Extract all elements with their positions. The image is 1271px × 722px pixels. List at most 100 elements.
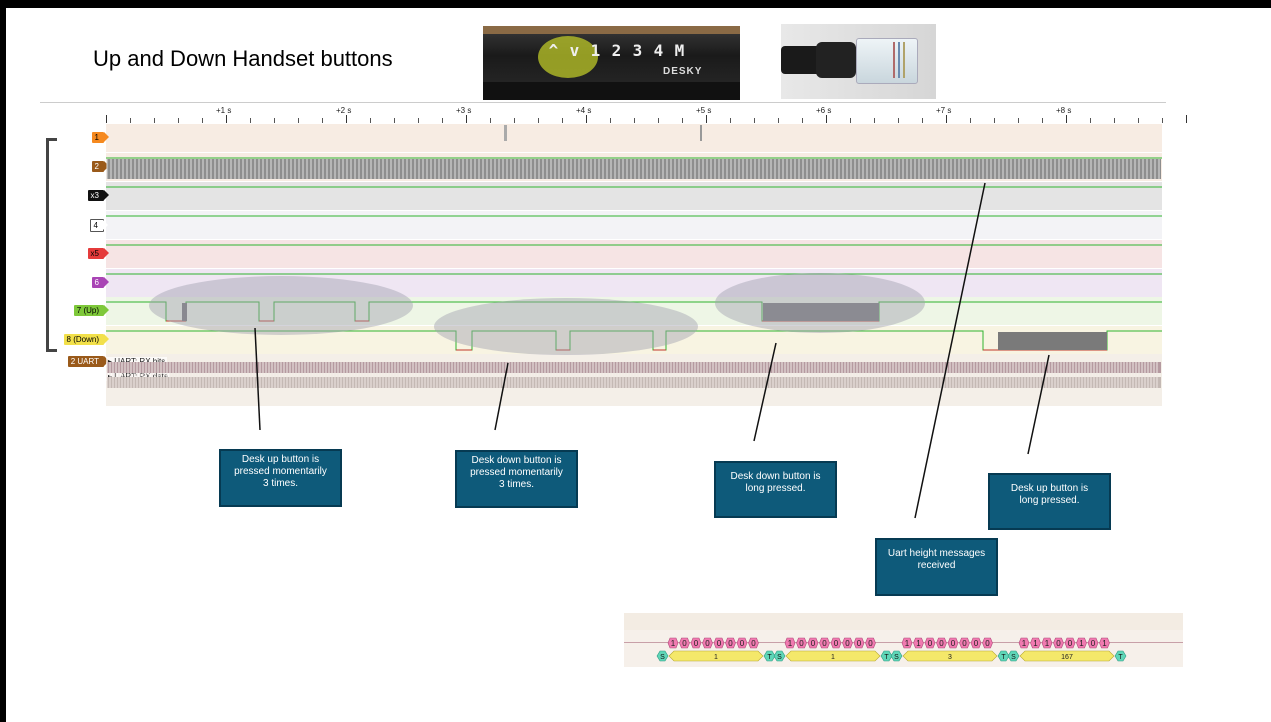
tick-mark	[178, 118, 179, 123]
decode-bit-label: 0	[962, 639, 967, 648]
tick-label: +5 s	[696, 106, 712, 115]
decode-start-marker	[1007, 650, 1020, 662]
tick-mark	[1042, 118, 1043, 123]
decode-bit-label: 0	[974, 639, 979, 648]
decode-bit-label: 1	[916, 639, 921, 648]
handset-button-4: 3	[632, 41, 643, 60]
tick-mark	[538, 118, 539, 123]
decode-start-marker	[656, 650, 669, 662]
decode-bit	[736, 637, 748, 649]
decode-stop-marker	[1114, 650, 1127, 662]
tick-mark	[1066, 115, 1067, 123]
time-axis: +1 s+2 s+3 s+4 s+5 s+6 s+7 s+8 s	[40, 102, 1187, 125]
tick-mark	[1186, 115, 1187, 123]
decode-bit-label: 0	[928, 639, 933, 648]
tick-mark	[154, 118, 155, 123]
tick-mark	[274, 118, 275, 123]
decode-bit-label: 0	[799, 639, 804, 648]
decode-bit	[970, 637, 982, 649]
decode-bit-label: 0	[939, 639, 944, 648]
callout-line-down-momentary	[494, 362, 509, 431]
tick-label: +1 s	[216, 106, 232, 115]
decode-bit-label: 0	[694, 639, 699, 648]
tick-mark	[730, 118, 731, 123]
decode-bit	[959, 637, 970, 649]
decode-bit-label: 0	[845, 639, 850, 648]
decode-bit-label: 0	[740, 639, 745, 648]
decode-bit-label: 0	[822, 639, 827, 648]
decode-bit-label: 0	[985, 639, 990, 648]
decode-bit-label: 0	[951, 639, 956, 648]
tick-mark	[1162, 118, 1163, 123]
decode-bit	[748, 637, 759, 649]
decode-value-label: 167	[1061, 654, 1073, 661]
decode-bit-label: 0	[728, 639, 733, 648]
decode-bit	[913, 637, 924, 649]
decode-bit	[1099, 637, 1110, 649]
callout-line-up-long	[1027, 354, 1050, 455]
tick-mark	[946, 115, 947, 123]
channel-label[interactable]: 1	[44, 132, 110, 143]
channel-label[interactable]: x5	[44, 248, 110, 259]
tick-mark	[1090, 118, 1091, 123]
channel-label[interactable]: x3	[44, 190, 110, 201]
decode-bit	[830, 637, 842, 649]
decode-bit	[1030, 637, 1041, 649]
highlight-down-long	[715, 273, 925, 333]
decode-bit-label: 1	[1033, 639, 1038, 648]
decode-bit-label: 0	[717, 639, 722, 648]
handset-button-6: M	[674, 41, 685, 60]
handset-button-3: 2	[611, 41, 622, 60]
decode-bit	[679, 637, 690, 649]
tick-mark	[1138, 118, 1139, 123]
tick-mark	[826, 115, 827, 123]
channel-label[interactable]: 7 (Up)	[44, 305, 110, 316]
channel-label[interactable]: 6	[44, 277, 110, 288]
uart-data-row	[107, 377, 1161, 388]
uart-row-label: ▸ UART: RX bits	[106, 357, 168, 366]
decode-bit	[1076, 637, 1087, 649]
decode-value-label: 3	[948, 654, 952, 661]
callout-line-uart	[914, 182, 986, 519]
decode-value-box	[902, 650, 998, 662]
decode-stop-label: T	[767, 654, 772, 661]
tick-mark	[898, 118, 899, 123]
tick-mark	[850, 118, 851, 123]
uart-row-label: ▸ UART: RX data	[106, 372, 171, 381]
tick-mark	[418, 118, 419, 123]
channel-label[interactable]: 8 (Down)	[44, 334, 110, 345]
tick-mark	[514, 118, 515, 123]
decode-bit-label: 0	[868, 639, 873, 648]
tick-mark	[994, 118, 995, 123]
channel-label[interactable]: 4	[44, 219, 109, 232]
signal-traces	[106, 125, 1162, 388]
decode-bit	[1018, 637, 1030, 649]
decode-bit-label: 1	[788, 639, 793, 648]
rj45-connector-photo	[781, 24, 936, 99]
tick-mark	[466, 115, 467, 123]
tick-mark	[394, 118, 395, 123]
tick-mark	[802, 118, 803, 123]
decode-bit	[702, 637, 713, 649]
decode-bit	[936, 637, 947, 649]
decode-bit	[784, 637, 796, 649]
highlight-down-momentary	[434, 298, 698, 355]
decode-bit-label: 0	[1068, 639, 1073, 648]
handset-button-5: 4	[653, 41, 664, 60]
tick-mark	[106, 115, 107, 123]
decode-bit	[807, 637, 819, 649]
decode-bit	[819, 637, 830, 649]
decode-bit	[725, 637, 736, 649]
tick-label: +2 s	[336, 106, 352, 115]
decode-stop-label: T	[1118, 654, 1123, 661]
decode-bit-label: 0	[857, 639, 862, 648]
tick-mark	[1018, 118, 1019, 123]
handset-button-1: v	[569, 41, 580, 60]
tick-mark	[130, 118, 131, 123]
tick-mark	[226, 115, 227, 123]
decode-bit-label: 1	[671, 639, 676, 648]
tick-label: +3 s	[456, 106, 472, 115]
tick-mark	[658, 118, 659, 123]
